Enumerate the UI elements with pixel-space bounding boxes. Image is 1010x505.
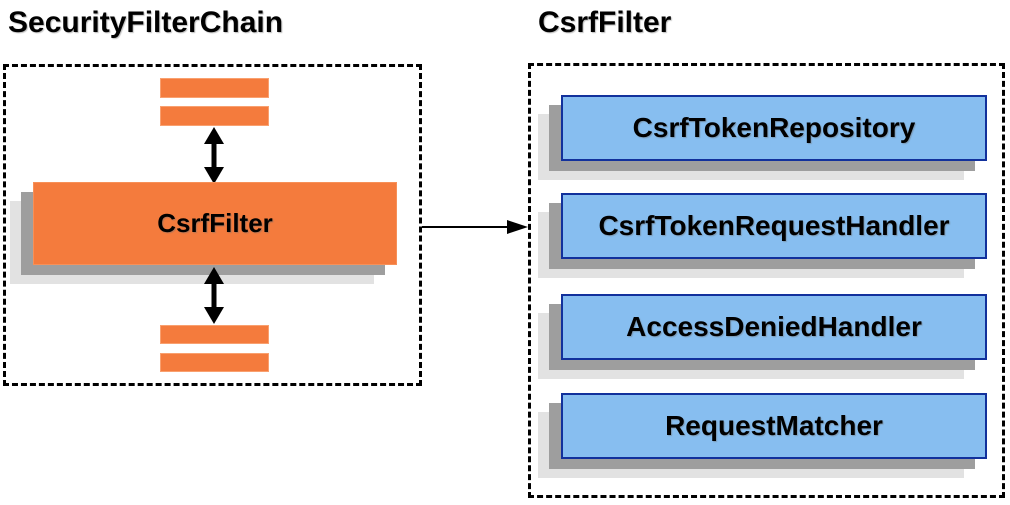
filter-placeholder-bar	[160, 353, 269, 372]
flow-arrow-icon	[422, 220, 528, 234]
csrf-filter-node: CsrfFilter	[33, 182, 397, 265]
component-node-access-denied-handler: AccessDeniedHandler	[561, 294, 987, 360]
component-node-csrf-token-repository: CsrfTokenRepository	[561, 95, 987, 161]
security-filter-chain-title: SecurityFilterChain	[8, 6, 284, 39]
filter-placeholder-bar	[160, 325, 269, 344]
bidirectional-arrow-icon	[204, 127, 224, 184]
bidirectional-arrow-icon	[204, 267, 224, 324]
security-filter-chain-container: CsrfFilter	[3, 64, 422, 386]
component-node-csrf-token-request-handler: CsrfTokenRequestHandler	[561, 193, 987, 259]
filter-placeholder-bar	[160, 78, 269, 98]
component-node-request-matcher: RequestMatcher	[561, 393, 987, 459]
component-node-label: RequestMatcher	[665, 410, 883, 441]
component-node-label: CsrfTokenRequestHandler	[598, 210, 950, 241]
component-node-label: CsrfTokenRepository	[632, 112, 916, 143]
filter-placeholder-bar	[160, 106, 269, 126]
component-node-label: AccessDeniedHandler	[626, 311, 922, 342]
csrf-filter-node-label: CsrfFilter	[157, 208, 273, 238]
csrf-filter-components-container: CsrfTokenRepository CsrfTokenRequestHand…	[528, 63, 1005, 498]
csrf-filter-title: CsrfFilter	[538, 6, 672, 39]
